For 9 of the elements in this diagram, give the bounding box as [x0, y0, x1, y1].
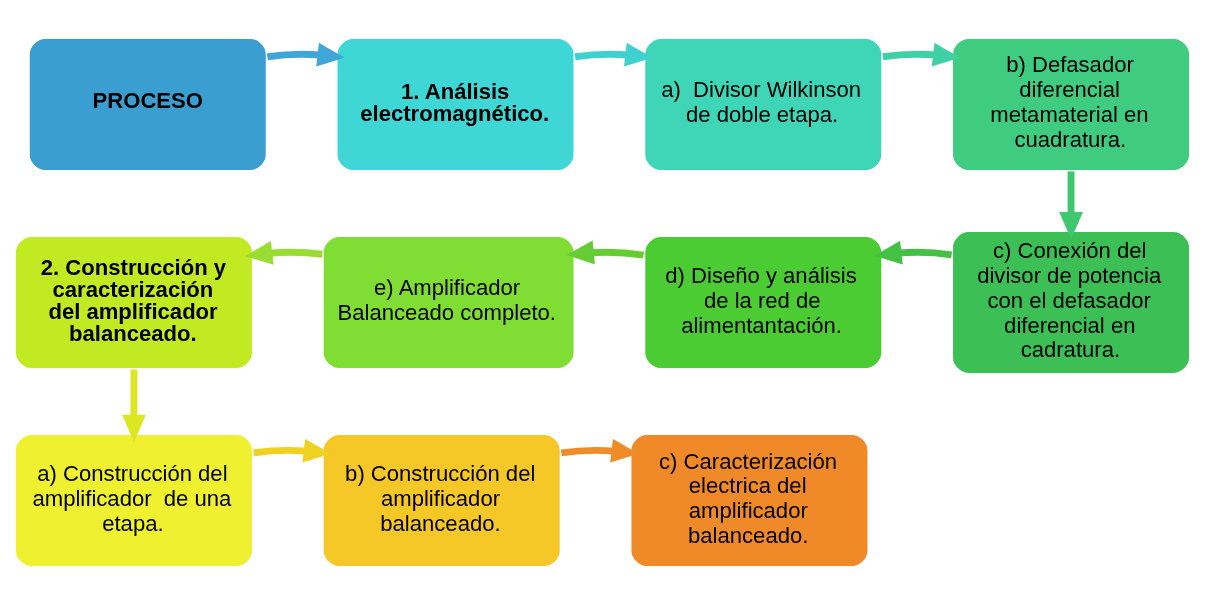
arrow	[574, 42, 653, 66]
arrow	[245, 240, 323, 265]
arrow	[566, 240, 645, 264]
arrow	[882, 42, 961, 66]
arrow	[874, 240, 953, 265]
arrow	[1059, 170, 1083, 239]
arrow	[122, 368, 146, 442]
arrow	[253, 438, 331, 463]
arrow	[266, 42, 345, 66]
